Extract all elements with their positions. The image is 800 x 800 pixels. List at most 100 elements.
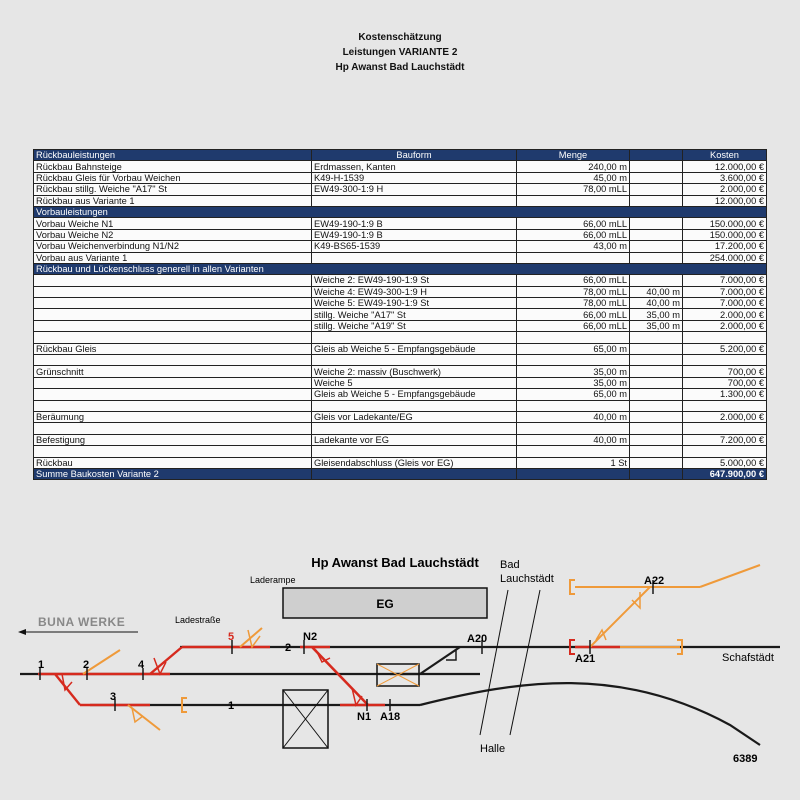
orange-buffer-right	[677, 639, 683, 655]
table-cell	[311, 331, 517, 344]
table-cell: 2.000,00 €	[682, 308, 767, 321]
table-cell	[629, 410, 683, 424]
table-cell: K49-BS65-1539	[311, 240, 517, 253]
table-cell: 150.000,00 €	[682, 217, 767, 230]
table-cell: Rückbau stillg. Weiche "A17" St	[33, 183, 312, 196]
label-switch-2: 2	[83, 659, 89, 671]
table-cell	[629, 194, 683, 207]
table-cell	[33, 274, 312, 287]
table-cell	[629, 331, 683, 344]
table-cell: 5.000,00 €	[682, 456, 767, 469]
table-cell: stillg. Weiche "A17" St	[311, 308, 517, 321]
table-cell	[33, 445, 312, 458]
label-n1: N1	[357, 711, 371, 723]
table-cell	[516, 422, 630, 435]
orange-branch-2	[82, 649, 121, 675]
label-schafstaedt: Schafstädt	[722, 652, 774, 664]
table-cell: EW49-300-1:9 H	[311, 183, 517, 196]
table-cell: 700,00 €	[682, 376, 767, 390]
table-cell: 45,00 m	[516, 171, 630, 185]
table-cell: Rückbau Gleis	[33, 342, 312, 356]
table-cell: Weiche 2: EW49-190-1:9 St	[311, 274, 517, 287]
table-cell: 17.200,00 €	[682, 240, 767, 253]
blank-row	[33, 399, 767, 413]
table-cell	[33, 297, 312, 310]
table-cell: Weiche 2: massiv (Buschwerk)	[311, 365, 517, 378]
table-cell: 35,00 m	[629, 308, 683, 321]
label-switch-3: 3	[110, 691, 116, 703]
table-cell	[682, 354, 767, 367]
label-bad: Bad	[500, 559, 520, 571]
table-cell	[629, 217, 683, 230]
red-crossover-n1-n2	[311, 646, 369, 706]
table-cell: Gleis ab Weiche 5 - Empfangsgebäude	[311, 388, 517, 401]
table-cell: 700,00 €	[682, 365, 767, 378]
crossed-box-large	[282, 689, 329, 749]
column-header: Rückbauleistungen	[33, 148, 312, 162]
eg-building	[282, 587, 488, 619]
table-cell	[629, 183, 683, 196]
table-cell	[682, 422, 767, 435]
table-cell	[629, 445, 683, 458]
table-cell: Gleis ab Weiche 5 - Empfangsgebäude	[311, 342, 517, 356]
table-cell: 7.200,00 €	[682, 433, 767, 447]
table-cell: Rückbau Gleis für Vorbau Weichen	[33, 171, 312, 185]
table-cell	[33, 308, 312, 321]
buna-arrow-icon	[18, 629, 26, 635]
label-laderampe: Laderampe	[250, 575, 296, 585]
table-cell: 12.000,00 €	[682, 194, 767, 207]
red-switch-4	[149, 646, 183, 675]
table-cell: 35,00 m	[516, 376, 630, 390]
table-cell: 65,00 m	[516, 388, 630, 401]
section-header-row: Rückbau und Lückenschluss generell in al…	[33, 262, 767, 276]
table-cell: 40,00 m	[516, 410, 630, 424]
table-cell: Rückbau Bahnsteige	[33, 160, 312, 173]
table-cell	[629, 171, 683, 185]
table-cell	[629, 354, 683, 367]
table-cell: EW49-190-1:9 B	[311, 217, 517, 230]
table-cell	[629, 228, 683, 242]
label-track-2: 2	[285, 642, 291, 654]
red-switch-1	[54, 673, 81, 706]
label-a20: A20	[467, 633, 487, 645]
table-cell: 1 St	[516, 456, 630, 469]
table-cell: 5.200,00 €	[682, 342, 767, 356]
table-cell	[629, 433, 683, 447]
table-cell: 1.300,00 €	[682, 388, 767, 401]
bridge-line-right	[509, 589, 541, 736]
orange-branch-a21	[589, 586, 651, 648]
table-cell: Weiche 5	[311, 376, 517, 390]
table-cell	[629, 422, 683, 435]
table-cell: 40,00 m	[629, 285, 683, 299]
table-cell	[311, 445, 517, 458]
table-cell: Rückbau aus Variante 1	[33, 194, 312, 207]
switch-a20	[419, 646, 461, 675]
table-cell: 78,00 mLL	[516, 183, 630, 196]
table-cell	[629, 399, 683, 413]
table-cell	[629, 160, 683, 173]
column-header	[629, 148, 683, 162]
header-title: Kostenschätzung	[358, 32, 442, 43]
table-cell: Gleis vor Ladekante/EG	[311, 410, 517, 424]
table-cell	[33, 422, 312, 435]
table-cell: 7.000,00 €	[682, 285, 767, 299]
label-lauchstaedt: Lauchstädt	[500, 573, 554, 585]
blank-row	[33, 354, 767, 367]
table-cell	[516, 445, 630, 458]
label-halle: Halle	[480, 743, 505, 755]
table-cell: 40,00 m	[516, 433, 630, 447]
table-cell: Befestigung	[33, 433, 312, 447]
document-header: Kostenschätzung Leistungen VARIANTE 2 Hp…	[0, 30, 800, 75]
label-n2: N2	[303, 631, 317, 643]
